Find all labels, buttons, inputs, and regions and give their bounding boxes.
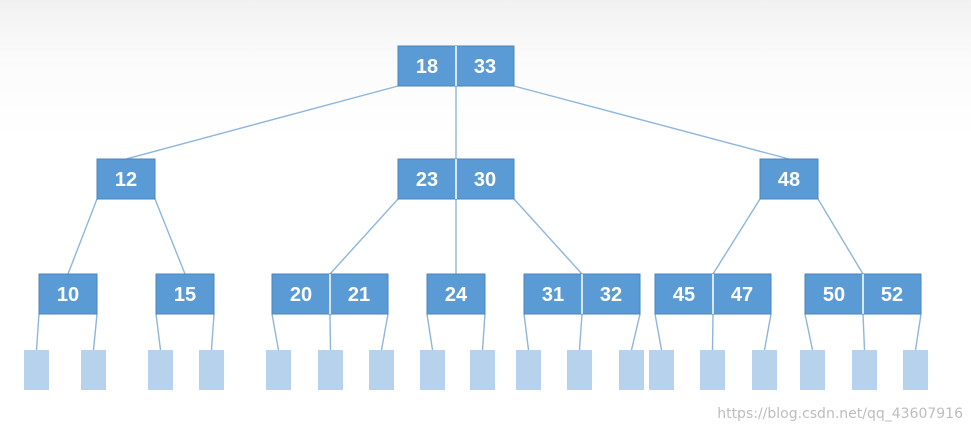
leaf-node <box>516 350 541 390</box>
watermark: https://blog.csdn.net/qq_43607916 <box>717 406 963 422</box>
key-label: 32 <box>600 284 622 306</box>
key-cell <box>38 273 98 315</box>
lower-node: 31 32 <box>523 273 641 315</box>
edge <box>914 313 922 351</box>
key-label: 24 <box>445 284 468 306</box>
key-label: 12 <box>115 169 137 191</box>
edge <box>67 198 98 275</box>
key-label: 21 <box>348 284 370 306</box>
leaf-node <box>700 350 725 390</box>
key-label: 23 <box>416 169 438 191</box>
lower-node: 24 <box>426 273 486 315</box>
edge <box>862 313 866 351</box>
lower-node: 10 <box>38 273 98 315</box>
key-cell <box>155 273 215 315</box>
leaf-node <box>266 350 291 390</box>
key-label: 52 <box>881 284 903 306</box>
edge <box>125 85 399 160</box>
edge <box>712 198 761 275</box>
edge <box>630 313 641 351</box>
leaf-node <box>369 350 394 390</box>
edges <box>35 85 922 351</box>
key-label: 45 <box>673 284 695 306</box>
leaf-node <box>752 350 777 390</box>
edge <box>35 313 40 351</box>
key-cell <box>96 158 156 200</box>
key-label: 50 <box>823 284 845 306</box>
lower-node: 15 <box>155 273 215 315</box>
key-cell <box>712 273 772 315</box>
edge <box>481 313 486 351</box>
leaf-node <box>470 350 495 390</box>
key-cell <box>581 273 641 315</box>
edge <box>154 198 186 275</box>
key-label: 18 <box>416 56 438 78</box>
key-label: 15 <box>174 284 196 306</box>
edge <box>804 313 814 351</box>
key-cell <box>455 45 515 87</box>
leaf-node <box>148 350 173 390</box>
key-label: 10 <box>57 284 79 306</box>
leaf-node <box>318 350 343 390</box>
key-label: 20 <box>290 284 312 306</box>
leaf-node <box>567 350 592 390</box>
leaf-node <box>903 350 928 390</box>
edge <box>210 313 215 351</box>
lower-node: 45 47 <box>654 273 772 315</box>
key-cell <box>397 45 457 87</box>
edge <box>329 313 332 351</box>
key-cell <box>759 158 819 200</box>
internal-node: 23 30 <box>397 158 515 200</box>
edge <box>817 198 864 275</box>
key-cell <box>426 273 486 315</box>
leaf-node <box>649 350 674 390</box>
key-label: 33 <box>474 56 496 78</box>
leaf-node <box>199 350 224 390</box>
key-cell <box>523 273 583 315</box>
leaf-node <box>800 350 825 390</box>
lower-node: 50 52 <box>804 273 922 315</box>
key-label: 47 <box>731 284 753 306</box>
leaf-node <box>852 350 877 390</box>
edge <box>578 313 583 351</box>
edge <box>523 313 530 351</box>
edge <box>380 313 389 351</box>
edge <box>654 313 663 351</box>
edge <box>271 313 280 351</box>
key-cell <box>329 273 389 315</box>
internal-node: 48 <box>759 158 819 200</box>
leaf-node <box>81 350 106 390</box>
key-label: 30 <box>474 169 496 191</box>
edge <box>155 313 162 351</box>
key-label: 48 <box>778 169 800 191</box>
leaf-node <box>24 350 49 390</box>
edge <box>711 313 714 351</box>
internal-node: 12 <box>96 158 156 200</box>
key-cell <box>862 273 922 315</box>
key-cell <box>804 273 864 315</box>
edge <box>513 85 790 160</box>
leaf-node <box>420 350 445 390</box>
leaf-nodes <box>24 350 928 390</box>
key-cell <box>397 158 457 200</box>
edge <box>513 198 583 275</box>
leaf-node <box>619 350 644 390</box>
edge <box>329 198 399 275</box>
edge <box>426 313 434 351</box>
key-label: 31 <box>542 284 564 306</box>
edge <box>92 313 98 351</box>
edge <box>763 313 772 351</box>
